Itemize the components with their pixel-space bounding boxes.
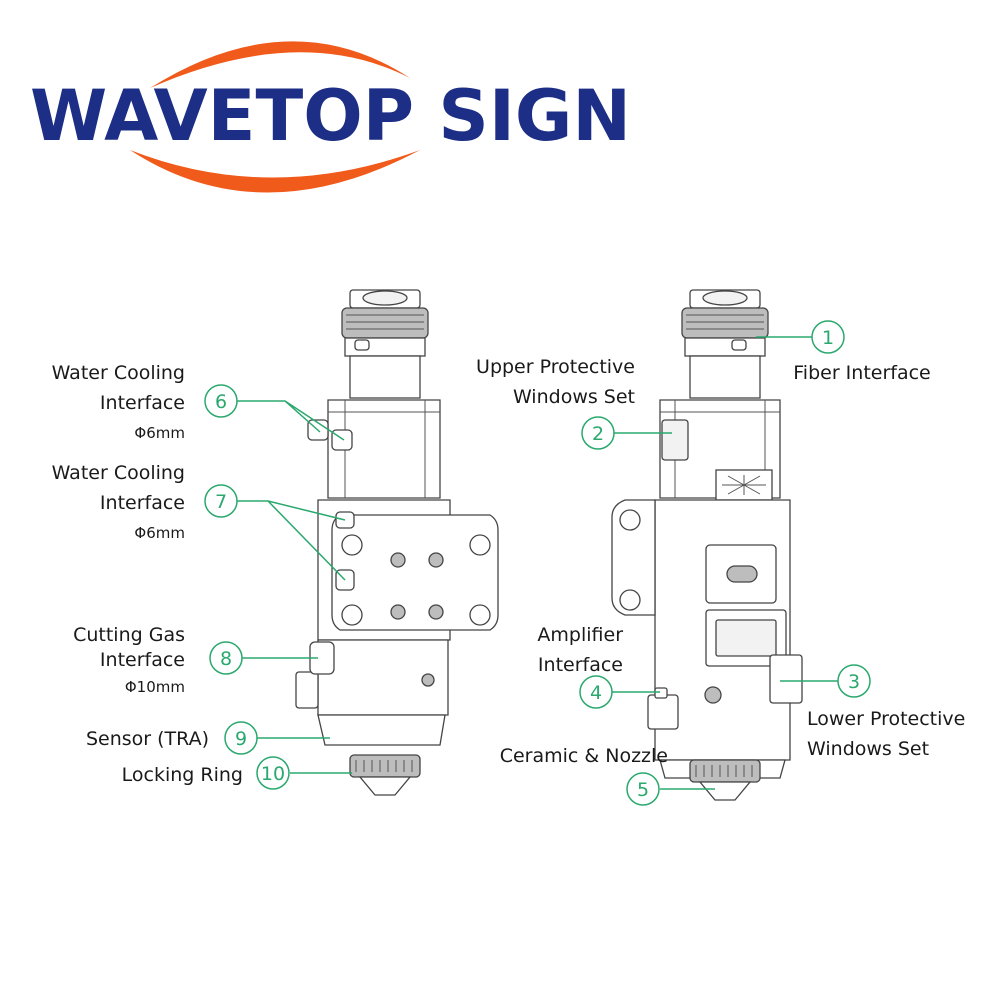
logo-swoosh-top: [150, 41, 410, 88]
cutting-head-left: [295, 289, 499, 796]
nozzle: [358, 776, 412, 796]
water-fitting-6b: [331, 429, 353, 451]
callout-7-label-line1: Water Cooling: [52, 462, 185, 484]
callout-8-number: 8: [220, 648, 232, 670]
callout-3-number: 3: [848, 671, 860, 693]
callout-3-label-line2: Windows Set: [807, 738, 929, 760]
lock-screw: [354, 339, 370, 351]
callout-2-label-line2: Windows Set: [513, 386, 635, 408]
fiber-tube: [349, 355, 421, 399]
callout-8-spec: Φ10mm: [125, 678, 185, 696]
callout-8-label-line1: Cutting Gas: [73, 624, 185, 646]
sensor-housing: [317, 714, 446, 746]
callout-2-number: 2: [592, 423, 604, 445]
callout-6-spec: Φ6mm: [134, 424, 185, 442]
leader-lines: [237, 336, 838, 790]
locking-ring-right: [689, 759, 761, 783]
callout-6: 6 Water Cooling Interface Φ6mm: [52, 362, 238, 442]
callout-2-label-line1: Upper Protective: [476, 356, 635, 378]
callout-7-label-line2: Interface: [100, 492, 185, 514]
upper-block: [327, 399, 441, 499]
callout-7-number: 7: [215, 491, 227, 513]
callout-3-label-line1: Lower Protective: [807, 708, 965, 730]
callout-4-number: 4: [590, 682, 602, 704]
callout-6-number: 6: [215, 391, 227, 413]
callout-1: 1 Fiber Interface: [793, 320, 931, 384]
callout-10: 10 Locking Ring: [122, 756, 290, 790]
callout-10-label: Locking Ring: [122, 764, 243, 786]
brand-logo: WAVETOP SIGN: [30, 41, 631, 193]
locking-ring: [349, 754, 421, 778]
cutting-head-right: [611, 289, 803, 801]
nozzle-right: [698, 781, 752, 801]
callout-7: 7 Water Cooling Interface Φ6mm: [52, 462, 238, 542]
knurled-collar-right: [681, 307, 769, 339]
callout-5-label: Ceramic & Nozzle: [500, 745, 668, 767]
fiber-port: [362, 290, 408, 306]
brand-name: WAVETOP SIGN: [30, 75, 631, 157]
logo-swoosh-bottom: [130, 150, 420, 193]
callout-8-label-line2: Interface: [100, 649, 185, 671]
callout-9-number: 9: [235, 728, 247, 750]
callout-10-number: 10: [261, 763, 285, 785]
callout-9: 9 Sensor (TRA): [86, 721, 258, 755]
side-mount-right: [611, 499, 656, 616]
callout-6-label-line1: Water Cooling: [52, 362, 185, 384]
callout-1-number: 1: [822, 327, 834, 349]
callout-6-label-line2: Interface: [100, 392, 185, 414]
gas-fitting-bracket: [295, 671, 319, 709]
mount-plate: [331, 514, 499, 631]
knurled-collar: [341, 307, 429, 339]
callout-2: 2 Upper Protective Windows Set: [476, 356, 635, 450]
callout-9-label: Sensor (TRA): [86, 728, 209, 750]
callout-1-label: Fiber Interface: [793, 362, 931, 384]
upper-window-drawer: [661, 419, 689, 461]
callout-5-number: 5: [637, 779, 649, 801]
callout-4-label-line2: Interface: [538, 654, 623, 676]
callout-4: 4 Amplifier Interface: [537, 624, 623, 709]
callout-4-label-line1: Amplifier: [537, 624, 623, 646]
callout-8: 8 Cutting Gas Interface Φ10mm: [73, 624, 243, 696]
amplifier-port: [704, 686, 722, 704]
callout-3: 3 Lower Protective Windows Set: [807, 664, 965, 760]
callout-5: 5 Ceramic & Nozzle: [500, 745, 668, 806]
callout-7-spec: Φ6mm: [134, 524, 185, 542]
